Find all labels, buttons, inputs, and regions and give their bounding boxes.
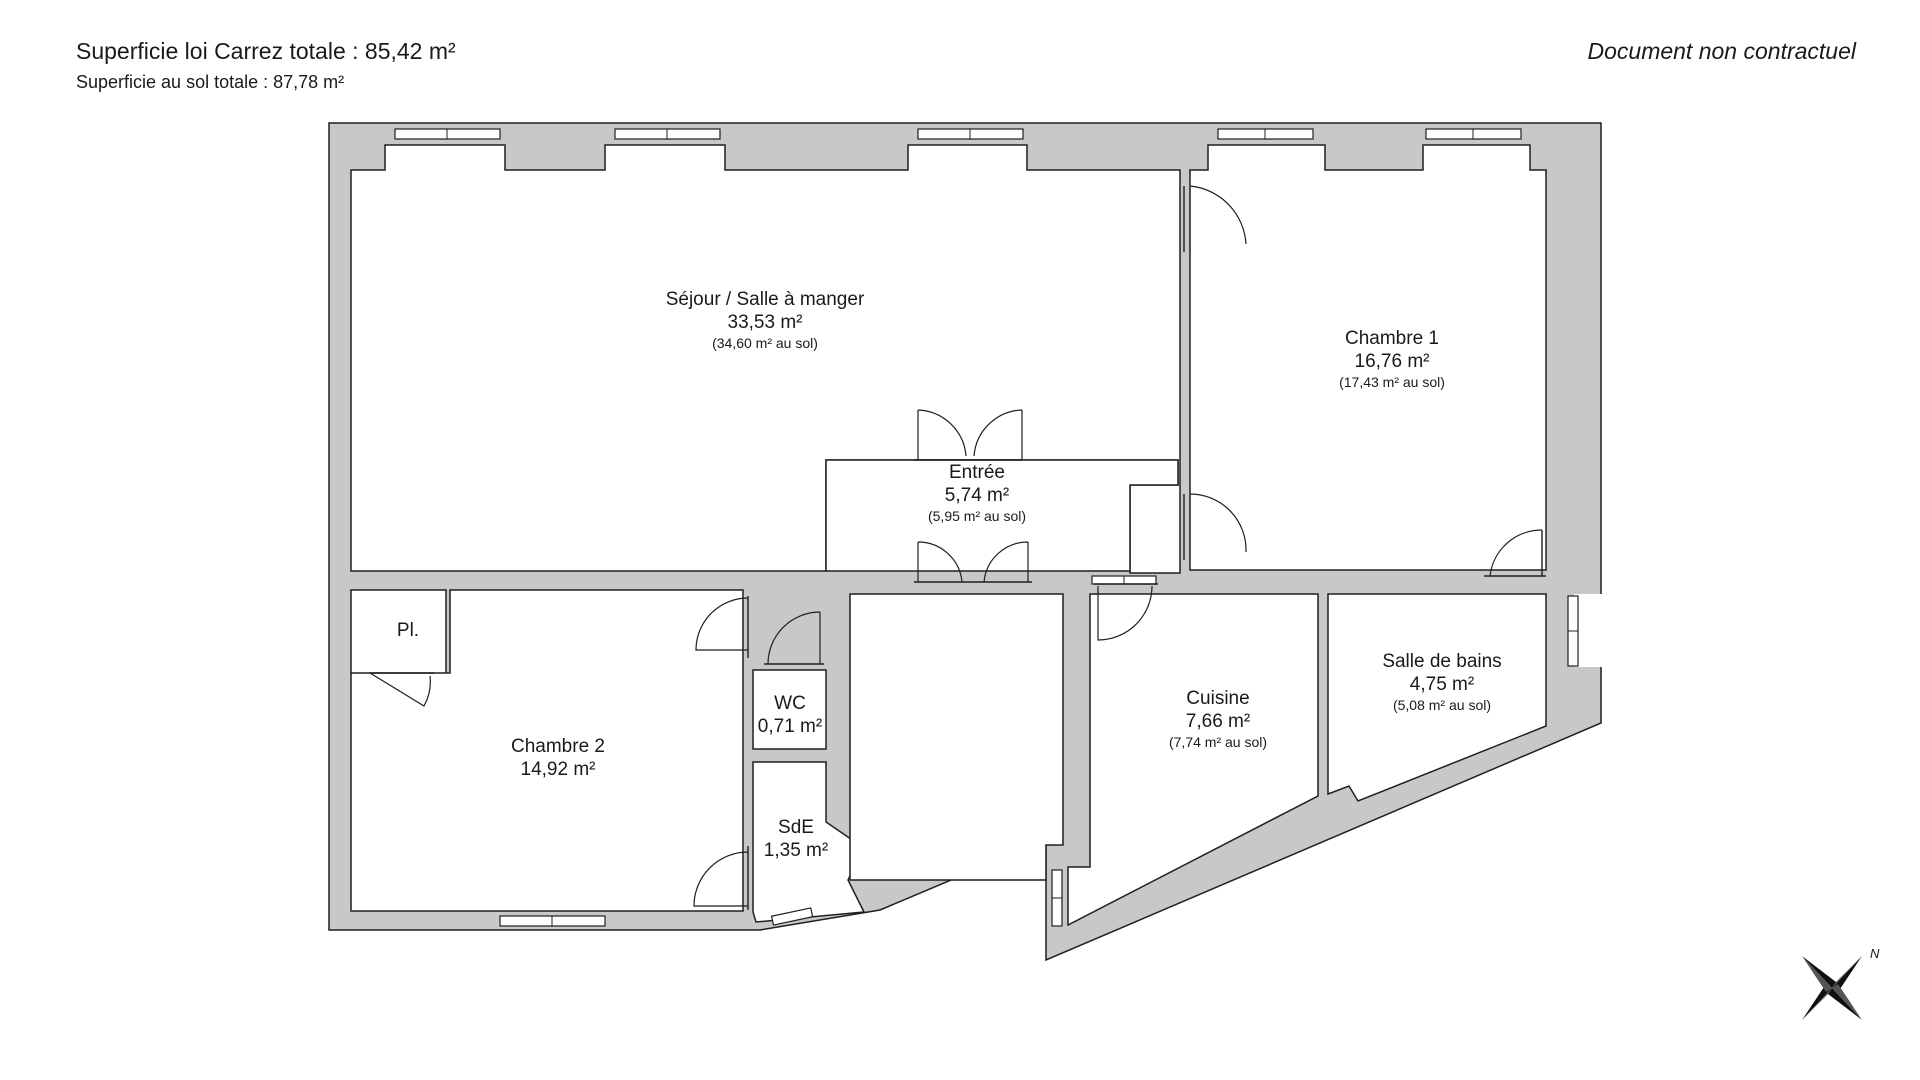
door — [764, 611, 824, 665]
room-area: 5,74 m² — [944, 484, 1010, 506]
room-name: Salle de bains — [1382, 651, 1502, 672]
window — [614, 128, 721, 140]
room-label-chambre2: Chambre 2 14,92 m² — [511, 736, 605, 782]
door — [693, 846, 749, 910]
door — [914, 409, 1023, 461]
door — [1183, 185, 1247, 252]
room-name: SdE — [778, 817, 814, 838]
room-floor-area: (5,08 m² au sol) — [1392, 696, 1492, 713]
room-label-wc: WC 0,71 m² — [758, 693, 822, 739]
door — [1183, 493, 1247, 560]
window — [1425, 128, 1522, 140]
room-floor-area: (34,60 m² au sol) — [712, 334, 818, 351]
room-area: 0,71 m² — [757, 715, 823, 737]
door — [1094, 583, 1158, 641]
room-name: Séjour / Salle à manger — [665, 289, 865, 310]
room-name: Pl. — [396, 620, 420, 641]
exterior-notch — [1574, 594, 1602, 667]
room-label-chambre1: Chambre 1 16,76 m² (17,43 m² au sol) — [1339, 328, 1445, 390]
room-wc — [752, 669, 827, 750]
room-label-sdb: Salle de bains 4,75 m² (5,08 m² au sol) — [1382, 651, 1501, 713]
room-area: 14,92 m² — [520, 758, 596, 780]
room-label-sejour: Séjour / Salle à manger 33,53 m² (34,60 … — [666, 289, 865, 351]
window — [1051, 869, 1063, 927]
room-chambre2 — [350, 589, 744, 912]
room-name: Chambre 2 — [511, 736, 605, 757]
room-floor-area: (17,43 m² au sol) — [1339, 373, 1445, 390]
door — [914, 541, 1032, 583]
door — [695, 596, 749, 658]
room-entree — [825, 459, 1179, 572]
total-carrez-area: Superficie loi Carrez totale : 85,42 m² — [76, 38, 456, 64]
room-area: 7,66 m² — [1185, 710, 1251, 732]
room-floor-area: (5,95 m² au sol) — [927, 507, 1027, 524]
window — [394, 128, 501, 140]
room-area: 4,75 m² — [1409, 673, 1475, 695]
window — [770, 907, 814, 926]
room-area: 16,76 m² — [1354, 350, 1430, 372]
door — [369, 672, 434, 707]
doors — [369, 185, 1546, 910]
window — [1217, 128, 1314, 140]
room-area: 1,35 m² — [763, 839, 829, 861]
room-name: WC — [774, 693, 806, 714]
total-floor-area: Superficie au sol totale : 87,78 m² — [76, 72, 345, 92]
room-chambre1 — [1189, 144, 1547, 571]
room-sdb — [1327, 593, 1547, 802]
room-name: Cuisine — [1186, 688, 1250, 709]
room-name: Entrée — [949, 462, 1005, 483]
door — [1484, 529, 1546, 577]
room-floor-area: (7,74 m² au sol) — [1168, 733, 1268, 750]
compass-icon: N — [1802, 946, 1880, 1020]
room-placard — [350, 589, 447, 675]
room-label-entree: Entrée 5,74 m² (5,95 m² au sol) — [928, 462, 1026, 524]
room-hall-corridor — [849, 593, 1064, 881]
room-label-placard: Pl. — [397, 620, 419, 643]
windows — [394, 128, 1579, 927]
room-label-sde: SdE 1,35 m² — [764, 817, 828, 863]
room-name: Chambre 1 — [1344, 328, 1439, 349]
window — [1091, 575, 1157, 585]
room-cuisine — [1067, 593, 1319, 927]
window — [1567, 595, 1579, 667]
disclaimer: Document non contractuel — [1587, 38, 1857, 64]
window — [499, 915, 606, 927]
window — [917, 128, 1024, 140]
room-sde — [752, 761, 866, 923]
compass-north-label: N — [1870, 946, 1880, 961]
room-label-cuisine: Cuisine 7,66 m² (7,74 m² au sol) — [1169, 688, 1267, 750]
room-area: 33,53 m² — [727, 311, 803, 333]
